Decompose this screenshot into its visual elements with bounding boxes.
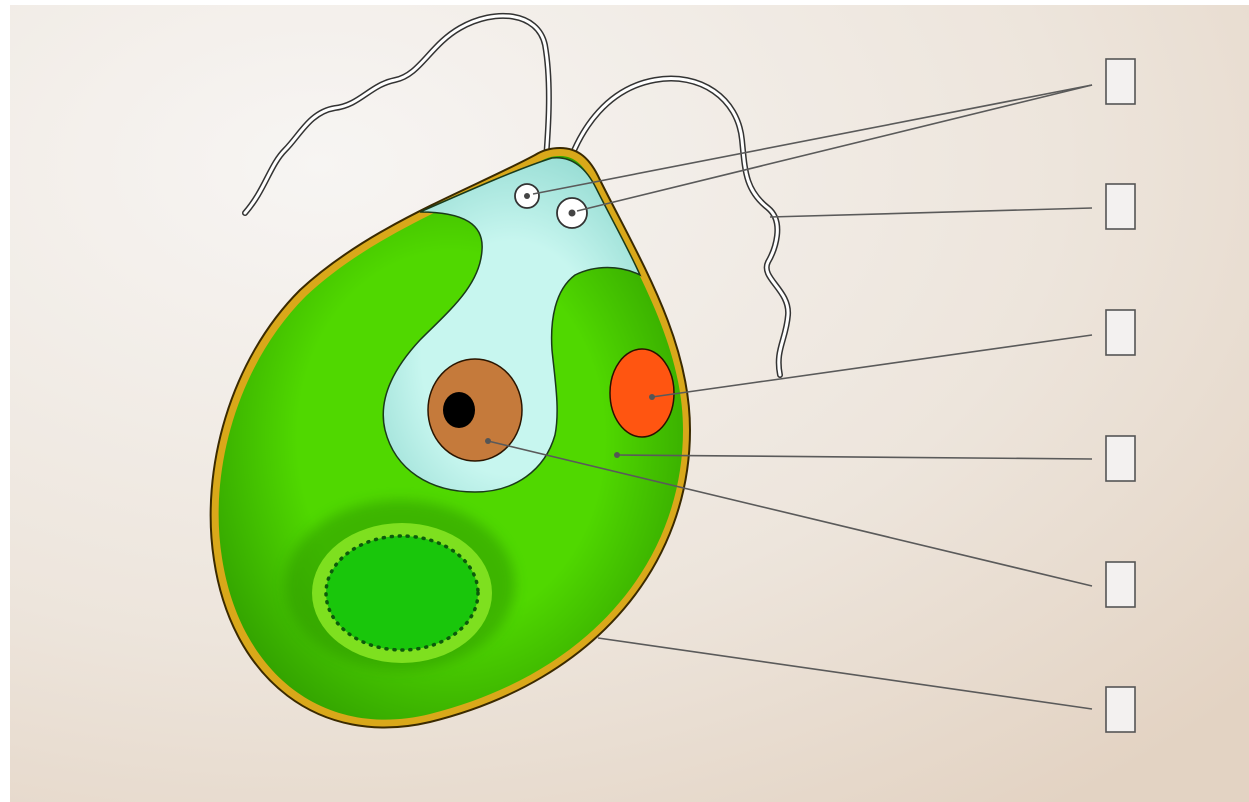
cell-body [209, 146, 692, 729]
leader-dot-5 [485, 438, 491, 444]
leader-line-4 [616, 454, 1093, 460]
leader-lines [485, 84, 1093, 710]
leader-dot-3 [649, 394, 655, 400]
leader-dot-4 [614, 452, 620, 458]
leader-line-1a [532, 84, 1093, 195]
pyrenoid [324, 534, 480, 652]
eyespot [609, 348, 675, 438]
leader-line-1b [576, 84, 1093, 212]
label-box-6[interactable] [1105, 686, 1136, 733]
label-boxes [1105, 58, 1136, 733]
label-box-3[interactable] [1105, 309, 1136, 356]
label-box-5[interactable] [1105, 561, 1136, 608]
leader-line-3 [651, 334, 1093, 398]
label-box-1[interactable] [1105, 58, 1136, 105]
label-box-2[interactable] [1105, 183, 1136, 230]
leader-line-2 [769, 207, 1093, 218]
leader-line-5 [487, 440, 1093, 587]
leader-line-6 [597, 637, 1093, 710]
contractile-vacuoles [514, 183, 588, 229]
nucleolus [443, 392, 475, 428]
flagella [242, 12, 792, 378]
label-box-4[interactable] [1105, 435, 1136, 482]
